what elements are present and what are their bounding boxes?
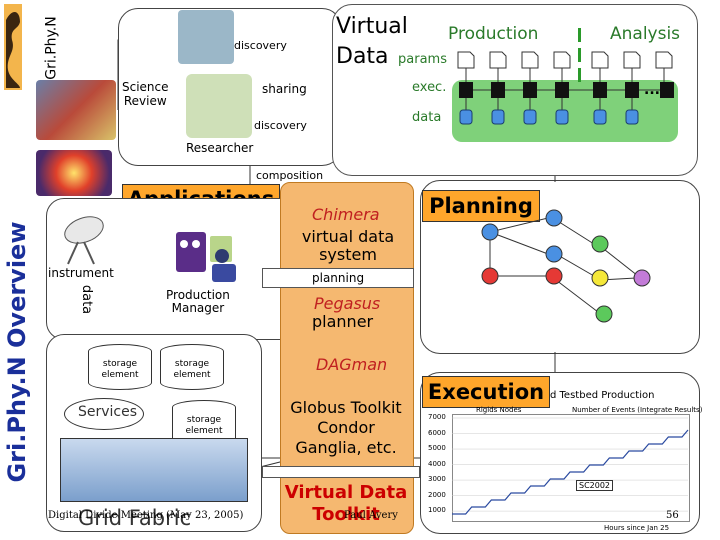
instrument-label: instrument [48,266,114,280]
sharing-label: sharing [262,82,307,96]
researcher-label: Researcher [186,141,254,155]
legend-left: Rigids Nodes [476,406,522,414]
chart-y-tick-label: 5000 [428,444,446,453]
execution-header: Execution [422,376,550,408]
analysis-label: Analysis [610,24,681,44]
storage-element-1-label: storage element [101,359,139,380]
chart-y-tick-label: 6000 [428,428,446,437]
globus-label: Globus Toolkit Condor Ganglia, etc. [290,398,402,457]
production-manager-label: Production Manager [166,288,230,315]
vdt-label: Virtual Data Toolkit [284,482,408,525]
griffin-logo-icon [4,0,48,96]
production-curve [452,429,689,515]
chart-y-tick-label: 4000 [428,459,446,468]
discovery-label-bottom: discovery [254,119,307,132]
chart-y-tick-label: 3000 [428,475,446,484]
footer-author: Paul Avery [344,510,398,521]
virtual-data-title-2: Data [336,44,389,69]
services-label: Services [78,404,138,420]
sc2002-label: SC2002 [576,480,614,491]
virtual-data-title-1: Virtual [336,14,408,39]
meeting-photo [178,10,234,64]
exec-label: exec. [412,80,447,95]
chimera-label: Chimera [312,205,380,224]
data-label: data [412,110,442,125]
science-review-label: Science Review [122,80,169,108]
planning-strip [262,268,414,288]
params-label: params [398,52,447,67]
production-analysis-divider [578,28,581,86]
storage-element-2-label: storage element [173,359,211,380]
grid-fabric-label: Grid Fabric [78,506,192,530]
chart-y-tick-label: 1000 [428,506,446,515]
planning-strip-label: planning [312,271,365,285]
planning-header: Planning [422,190,540,222]
production-label: Production [448,24,539,44]
production-chart-area [452,414,690,522]
chart-y-tick-label: 2000 [428,490,446,499]
composition-label: composition [256,169,324,182]
griphyn-logo: Gri.Phy.N [0,0,60,96]
chart-x-axis-label: Hours since Jan 25 [604,524,670,532]
pegasus-label: Pegasus [314,294,381,313]
detector-image-1 [36,80,116,140]
services-oval [64,398,144,430]
planner-label: planner [312,312,374,331]
footer-meeting: Digital Divide Meeting (May 23, 2005) [48,510,244,521]
storage-element-2: storage element [160,344,224,390]
execution-chart-title: d Testbed Production [550,390,655,401]
detector-image-2 [36,150,112,196]
production-manager-icon [172,226,246,286]
storage-element-1: storage element [88,344,152,390]
dagman-label: DAGman [316,355,388,374]
cluster-image [60,438,248,502]
chart-y-tick-label: 7000 [428,413,446,421]
antenna-icon [58,212,108,268]
discovery-label-top: discovery [234,39,287,52]
virtual-data-system-label: virtual data system [301,227,395,264]
researcher-photo [186,74,252,138]
vdt-bar [262,466,420,478]
footer-page-number: 56 [666,510,679,521]
storage-element-3-label: storage element [185,415,223,436]
legend-right: Number of Events (Integrate Results) [572,406,703,414]
